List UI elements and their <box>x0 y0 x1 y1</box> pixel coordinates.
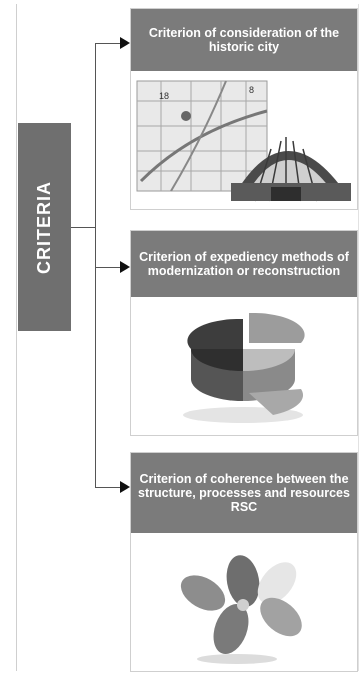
card-title: Criterion of coherence between the struc… <box>138 472 350 514</box>
card-header: Criterion of coherence between the struc… <box>131 453 357 533</box>
criterion-card-historic-city: Criterion of consideration of the histor… <box>130 8 358 210</box>
connector-branch-1 <box>95 43 123 44</box>
connector-vertical <box>95 43 96 488</box>
connector-stub <box>71 227 96 228</box>
criterion-card-expediency: Criterion of expediency methods of moder… <box>130 230 358 436</box>
card-header: Criterion of consideration of the histor… <box>131 9 357 71</box>
arrow-2 <box>120 261 130 273</box>
map-label-18: 18 <box>159 91 169 101</box>
3d-pie-chart-image <box>131 297 357 433</box>
criterion-card-coherence: Criterion of coherence between the struc… <box>130 452 358 672</box>
card-title: Criterion of expediency methods of moder… <box>139 250 349 278</box>
arrow-3 <box>120 481 130 493</box>
diagram-frame <box>16 4 359 671</box>
historic-map-and-station-image: 18 8 <box>131 71 357 207</box>
map-label-8: 8 <box>249 85 254 95</box>
criteria-box: CRITERIA <box>18 123 71 331</box>
petal-flower-diagram-image <box>131 533 357 669</box>
connector-branch-3 <box>95 487 123 488</box>
arrow-1 <box>120 37 130 49</box>
card-title: Criterion of consideration of the histor… <box>148 26 340 54</box>
criteria-label: CRITERIA <box>34 180 54 274</box>
connector-branch-2 <box>95 267 123 268</box>
card-header: Criterion of expediency methods of moder… <box>131 231 357 297</box>
